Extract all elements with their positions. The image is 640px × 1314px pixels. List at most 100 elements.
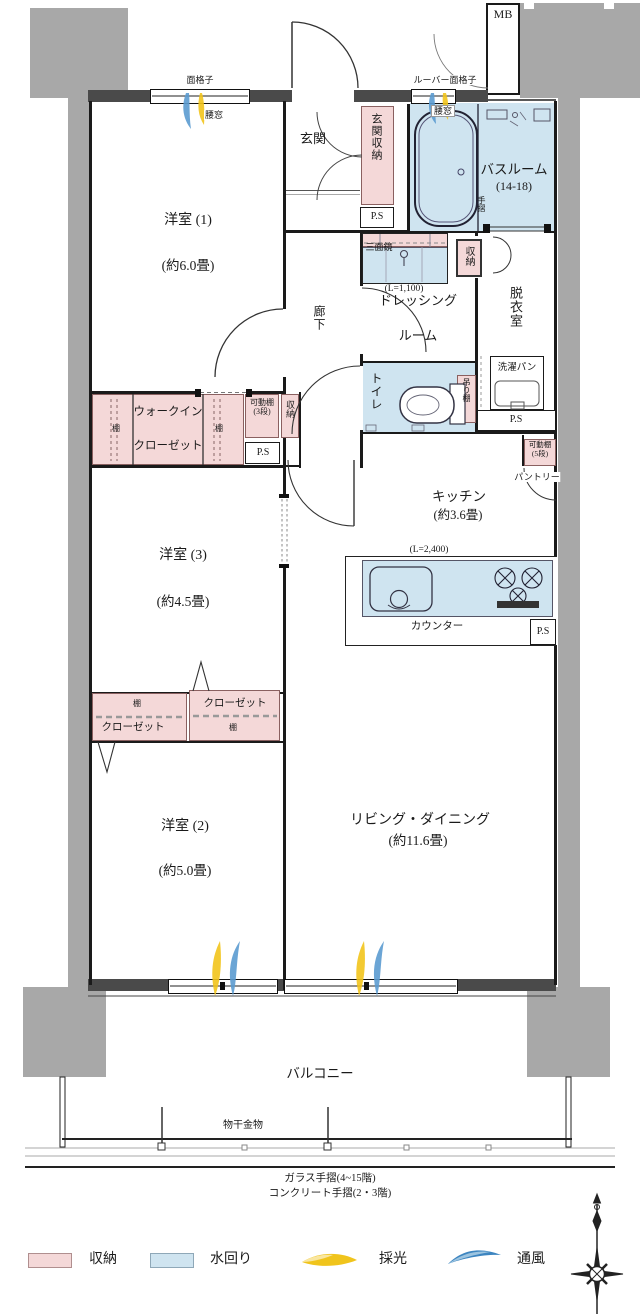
wall-left-concrete — [68, 96, 90, 987]
toilet-label: トイレ — [369, 372, 383, 411]
ps-box-kitchen — [530, 619, 556, 645]
koshimado-label: 腰窓 — [203, 110, 225, 121]
legend-label-light: 採光 — [379, 1252, 407, 1267]
living-size-label: (約11.6畳) — [388, 833, 448, 848]
genkan-step-line — [286, 190, 360, 191]
door-gap — [282, 309, 287, 377]
wall-h3 — [362, 431, 556, 434]
legend-label-wind: 通風 — [517, 1252, 545, 1267]
block-notch — [524, 3, 534, 9]
tana-label: 棚 — [112, 424, 120, 433]
wall-h7 — [91, 741, 285, 743]
legend-swatch-storage — [28, 1253, 72, 1268]
pillar-bottom-left — [23, 987, 106, 1077]
datsui-label: 脱衣室 — [508, 286, 523, 328]
window-louver-bath — [411, 89, 456, 104]
legend-label-storage: 収納 — [89, 1252, 117, 1267]
vanity-outline — [362, 233, 448, 284]
living-label: リビング・ダイニング — [350, 813, 490, 828]
wall-stub — [299, 392, 301, 468]
dressing-label-1: ドレッシング — [378, 293, 458, 308]
genkan-label: 玄関 — [299, 131, 327, 146]
kadoudana3-label: 可動棚 (3段) — [250, 398, 274, 416]
ps-label: P.S — [256, 447, 270, 458]
wall-h5 — [91, 465, 285, 468]
wic-label-1: ウォークイン — [133, 406, 203, 418]
wall-top — [88, 90, 154, 102]
wall-datsui-left — [475, 232, 478, 434]
pillar-top-left — [30, 8, 128, 98]
room1-size-label: (約6.0畳) — [161, 258, 215, 273]
roka-label: 廊下 — [312, 305, 326, 331]
closet-label: クローゼット — [203, 698, 267, 709]
door-gap — [359, 286, 364, 354]
corridor-shuno-label: 収納 — [285, 400, 295, 418]
wall-bottom — [88, 979, 170, 991]
ps-label: P.S — [536, 626, 550, 637]
tsuridana-label: 吊り棚 — [462, 378, 471, 402]
ps-label: P.S — [370, 211, 384, 222]
tana-label: 棚 — [229, 723, 237, 732]
door-gap — [486, 229, 548, 234]
kitchen-label: キッチン — [432, 489, 486, 504]
ps-box-datsui — [477, 410, 556, 431]
kadoudana-5dan — [524, 439, 556, 466]
bathroom-size-label: (14-18) — [496, 179, 532, 193]
window-balcony-right — [284, 979, 458, 994]
kadoudana5-line1: 可動棚 — [528, 440, 552, 449]
tana-label: 棚 — [215, 424, 223, 433]
genkan-shuno-label: 玄関収納 — [370, 113, 382, 161]
shuno-label: 収納 — [463, 246, 474, 266]
room3-size-label: (約4.5畳) — [156, 594, 210, 609]
dressing-label-2: ルーム — [398, 328, 438, 343]
legend-swatch-water — [150, 1253, 194, 1268]
balcony-label: バルコニー — [286, 1066, 354, 1081]
kadoudana3-line1: 可動棚 — [250, 398, 274, 407]
monohoshi-label: 物干金物 — [223, 1120, 263, 1131]
mb-label: MB — [493, 7, 513, 21]
pillar-bottom-right — [527, 987, 610, 1077]
concrete-rail-label: コンクリート手摺(2・3階) — [268, 1188, 392, 1199]
kadoudana5-label: 可動棚 (5段) — [528, 440, 552, 458]
wic-label-2: クローゼット — [133, 440, 203, 452]
closet-label: クローゼット — [101, 722, 165, 733]
room2-label: 洋室 (2) — [161, 819, 209, 834]
room3-label: 洋室 (3) — [159, 548, 207, 563]
wall-left — [89, 101, 92, 985]
window-koshimado-left — [150, 89, 250, 104]
wall-right-concrete — [558, 96, 580, 987]
datsui-storage — [456, 239, 482, 277]
wall-corr-stub — [283, 465, 301, 467]
ps-label: P.S — [509, 414, 523, 425]
kitchen-counter — [362, 560, 553, 617]
genkan-step-line — [286, 194, 360, 195]
kadoudana5-line2: (5段) — [531, 448, 549, 458]
menkoshi-label: 面格子 — [186, 75, 214, 85]
room1-label: 洋室 (1) — [164, 213, 212, 228]
wall-right — [554, 101, 557, 985]
koshimado-label: 腰窓 — [430, 105, 456, 118]
kitchen-size-label: (約3.6畳) — [433, 508, 483, 522]
glass-rail-label: ガラス手摺(4~15階) — [284, 1173, 376, 1184]
door-gap — [281, 497, 288, 565]
block-notch — [604, 3, 614, 9]
louver-menkoshi-label: ルーバー面格子 — [413, 75, 477, 86]
compass — [570, 1192, 624, 1314]
legend-label-water: 水回り — [210, 1252, 252, 1267]
block-top-right — [520, 3, 640, 98]
sanmenkyo-label: 三面鏡 — [365, 242, 393, 252]
room2-size-label: (約5.0畳) — [158, 863, 212, 878]
l2400-label: (L=2,400) — [409, 545, 449, 555]
wall-pantry — [522, 435, 524, 466]
pantry-label: パントリー — [513, 472, 561, 483]
wall-bottom — [456, 979, 556, 991]
kadoudana3-line2: (3段) — [253, 407, 271, 417]
counter-label: カウンター — [410, 621, 464, 632]
tana-label: 棚 — [133, 699, 141, 708]
tesuri-label: 手摺 — [477, 196, 486, 212]
bathroom-label: バスルーム — [480, 162, 548, 177]
wall-top — [354, 90, 414, 102]
sentaku-pan-label: 洗濯パン — [497, 363, 537, 373]
wall-top — [454, 90, 488, 102]
